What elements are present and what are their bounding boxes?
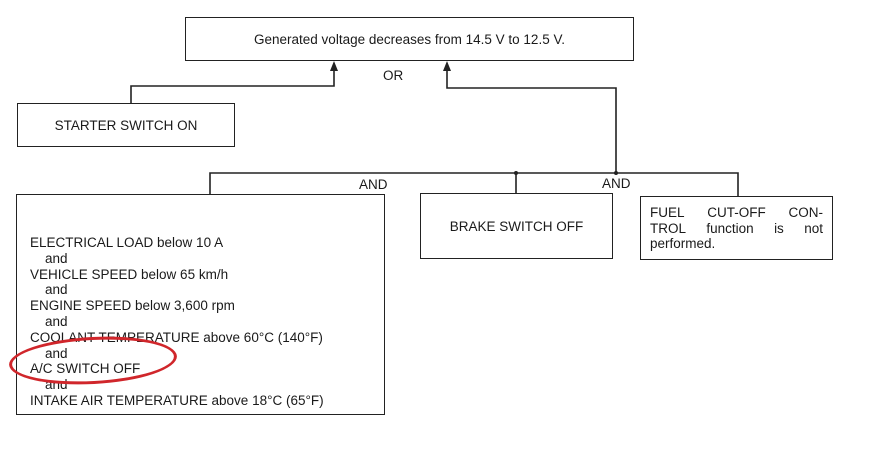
output-condition-text: Generated voltage decreases from 14.5 V … xyxy=(254,31,565,47)
condition-electrical-load: ELECTRICAL LOAD below 10 A xyxy=(30,235,224,250)
junction-dot-output xyxy=(614,171,618,175)
arrowhead-right xyxy=(443,61,451,71)
or-label: OR xyxy=(383,68,404,83)
output-condition-box: Generated voltage decreases from 14.5 V … xyxy=(185,17,634,61)
wire-starter-to-output xyxy=(130,66,335,103)
fuel-word: performed. xyxy=(650,236,716,251)
brake-switch-box: BRAKE SWITCH OFF xyxy=(420,193,613,259)
conjunction-and: and xyxy=(45,345,68,361)
starter-switch-box: STARTER SWITCH ON xyxy=(17,103,235,147)
fuel-word: TROL xyxy=(650,220,687,236)
wire-and-bus xyxy=(209,172,739,196)
and-label-left: AND xyxy=(359,177,388,192)
junction-dot-brake xyxy=(514,171,518,175)
condition-engine-speed: ENGINE SPEED below 3,600 rpm xyxy=(30,298,235,314)
conditions-list: ELECTRICAL LOAD below 10 A and VEHICLE S… xyxy=(30,235,324,409)
condition-intake-air-temperature: INTAKE AIR TEMPERATURE above 18°C (65°F) xyxy=(30,392,324,408)
fuel-word: CON- xyxy=(788,205,823,220)
and-label-right: AND xyxy=(602,176,631,191)
arrowhead-left xyxy=(330,61,338,71)
fuel-word: CUT-OFF xyxy=(707,205,766,220)
wire-and-to-output xyxy=(446,66,617,173)
conditions-box: ELECTRICAL LOAD below 10 A and VEHICLE S… xyxy=(16,194,385,415)
conjunction-and: and xyxy=(45,313,68,329)
fuel-word: function xyxy=(706,220,754,236)
condition-vehicle-speed: VEHICLE SPEED below 65 km/h xyxy=(30,266,229,282)
starter-switch-text: STARTER SWITCH ON xyxy=(54,117,198,133)
condition-coolant-temperature: COOLANT TEMPERATURE above 60°C (140°F) xyxy=(30,329,323,345)
fuel-word: is xyxy=(774,220,784,236)
condition-ac-switch: A/C SWITCH OFF xyxy=(30,361,141,377)
fuel-cut-off-box: FUEL CUT-OFF CON- TROL function is not p… xyxy=(640,196,833,260)
fuel-word: FUEL xyxy=(650,205,685,220)
fuel-cut-off-text: FUEL CUT-OFF CON- TROL function is not p… xyxy=(650,205,823,252)
conjunction-and: and xyxy=(45,377,68,393)
conjunction-and: and xyxy=(45,250,68,266)
fuel-word: not xyxy=(804,220,823,236)
brake-switch-text: BRAKE SWITCH OFF xyxy=(449,218,584,234)
conjunction-and: and xyxy=(45,282,68,298)
